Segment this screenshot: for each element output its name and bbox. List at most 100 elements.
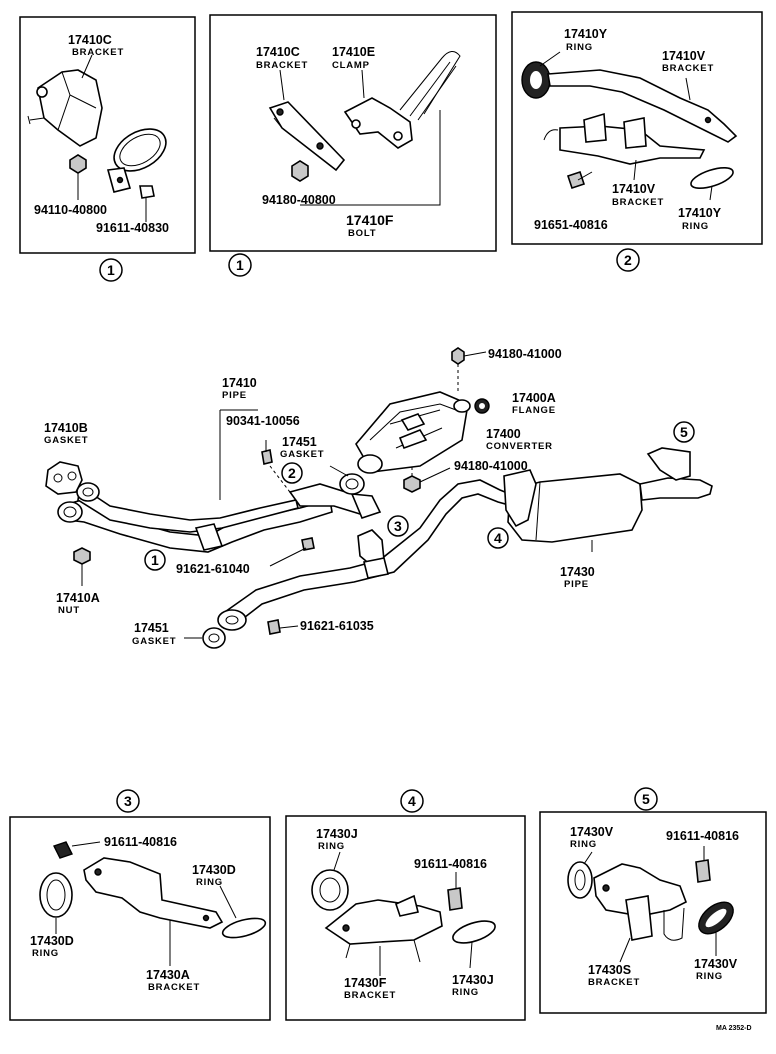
box3-bracket2-name: BRACKET xyxy=(612,197,664,208)
nut-17410a-drawing xyxy=(73,547,91,586)
bot5-ring2-num: 17430V xyxy=(694,957,738,971)
gasket-17410b-drawing xyxy=(45,461,83,495)
bot5-bracket-drawing xyxy=(593,863,688,941)
main-bolt1-num: 91621-61040 xyxy=(176,562,250,576)
bot5-bracket-num: 17430S xyxy=(588,963,631,977)
converter-drawing xyxy=(355,391,471,474)
callout-top-2: 2 xyxy=(616,248,640,272)
box2-clamp-name: CLAMP xyxy=(332,60,370,71)
box2-nut-drawing xyxy=(291,160,309,182)
bot5-bolt-num: 91611-40816 xyxy=(666,829,739,843)
bot5-ring-num: 17430V xyxy=(570,825,614,839)
stud-drawing xyxy=(261,440,273,465)
callout-main-3-label: 3 xyxy=(394,518,402,534)
detail-box-1a xyxy=(19,16,196,254)
box1-nut-num: 94110-40800 xyxy=(34,203,107,217)
footer-code: MA 2352-D xyxy=(716,1025,752,1032)
bot5-ring-drawing xyxy=(567,861,593,899)
callout-bot-5: 5 xyxy=(634,787,658,811)
main-gasket-num: 17451 xyxy=(282,435,317,449)
box3-ring2-drawing xyxy=(690,166,734,190)
box2-clamp-drawing xyxy=(343,51,461,149)
callout-main-2-label: 2 xyxy=(288,465,296,481)
main-gasket-b-name: GASKET xyxy=(44,435,88,446)
main-converter-name: CONVERTER xyxy=(486,441,553,452)
callout-bot-4-label: 4 xyxy=(408,793,416,809)
main-flange-num: 17400A xyxy=(512,391,556,405)
main-gasket2-num: 17451 xyxy=(134,621,169,635)
callout-bot-3: 3 xyxy=(116,789,140,813)
main-nut-top-num: 94180-41000 xyxy=(488,347,562,361)
gasket-17451-bottom-drawing xyxy=(202,627,226,649)
box1-bolt-drawing xyxy=(139,185,155,222)
muffler-drawing xyxy=(503,447,713,543)
callout-main-1: 1 xyxy=(144,549,166,571)
detail-box-2 xyxy=(511,11,763,245)
box3-bracket-num: 17410V xyxy=(662,49,706,63)
box2-clamp-num: 17410E xyxy=(332,45,375,59)
main-pipe2-name: PIPE xyxy=(564,579,589,590)
callout-top-2-label: 2 xyxy=(624,252,632,268)
main-pipe-name: PIPE xyxy=(222,390,247,401)
main-flange-name: FLANGE xyxy=(512,405,556,416)
flange-nut-drawing xyxy=(474,398,490,414)
main-converter-num: 17400 xyxy=(486,427,521,441)
box2-bracket-drawing xyxy=(268,101,346,172)
bot4-ring2-num: 17430J xyxy=(452,973,494,987)
bot4-ring-name: RING xyxy=(318,841,345,852)
bot5-ring2-drawing xyxy=(698,901,734,935)
bot3-bolt-drawing xyxy=(53,841,101,859)
callout-main-4-label: 4 xyxy=(494,530,502,546)
bot5-ring-name: RING xyxy=(570,839,597,850)
bot4-bolt-num: 91611-40816 xyxy=(414,857,487,871)
bot3-ring-d2-num: 17430D xyxy=(30,934,74,948)
front-pipe-drawing xyxy=(57,482,333,553)
bot3-bracket-name: BRACKET xyxy=(148,982,200,993)
detail-box-3 xyxy=(9,816,271,1021)
bot5-bracket-name: BRACKET xyxy=(588,977,640,988)
callout-top-1b: 1 xyxy=(228,253,252,277)
main-gasket-name: GASKET xyxy=(280,449,324,460)
box1-bracket-drawing xyxy=(27,69,103,147)
box1-clamp-drawing xyxy=(106,128,167,193)
bot4-bracket-name: BRACKET xyxy=(344,990,396,1001)
main-stud-num: 90341-10056 xyxy=(226,414,300,428)
gasket-17451-top-drawing xyxy=(339,473,365,495)
box3-ring2-name: RING xyxy=(682,221,709,232)
box3-bolt-num: 91651-40816 xyxy=(534,218,608,232)
bot3-bracket-drawing xyxy=(83,857,224,929)
main-bolt2-num: 91621-61035 xyxy=(300,619,374,633)
bolt-1-drawing xyxy=(269,537,315,567)
box3-bracket2-num: 17410V xyxy=(612,182,656,196)
box2-bolt-num: 17410F xyxy=(346,212,394,228)
bot3-ring-d2-name: RING xyxy=(32,948,59,959)
detail-box-1b xyxy=(209,14,497,252)
hanger-3-drawing xyxy=(357,529,389,579)
box1-bracket-name: BRACKET xyxy=(72,47,124,58)
box3-ring-num: 17410Y xyxy=(564,27,608,41)
box3-ring2-num: 17410Y xyxy=(678,206,722,220)
callout-main-4: 4 xyxy=(487,527,509,549)
bot4-ring-num: 17430J xyxy=(316,827,358,841)
bot5-bolt-drawing xyxy=(695,859,711,883)
bot4-bolt-drawing xyxy=(447,887,463,911)
callout-main-3: 3 xyxy=(387,515,409,537)
callout-main-2: 2 xyxy=(281,462,303,484)
callout-top-1a-label: 1 xyxy=(107,262,115,278)
nut-mid-drawing xyxy=(403,464,451,493)
callout-bot-5-label: 5 xyxy=(642,791,650,807)
bot4-bracket-drawing xyxy=(324,894,443,963)
callout-main-5: 5 xyxy=(673,421,695,443)
box1-bolt-num: 91611-40830 xyxy=(96,221,169,235)
callout-main-5-label: 5 xyxy=(680,424,688,440)
callout-top-1a: 1 xyxy=(99,258,123,282)
box1-nut-drawing xyxy=(69,154,87,200)
bot5-ring2-name: RING xyxy=(696,971,723,982)
callout-top-1b-label: 1 xyxy=(236,257,244,273)
main-nut-a-num: 17410A xyxy=(56,591,100,605)
box3-bracket-bottom-drawing xyxy=(543,112,706,165)
box2-bracket-name: BRACKET xyxy=(256,60,308,71)
front-bracket-drawing xyxy=(288,483,382,519)
main-pipe2-num: 17430 xyxy=(560,565,595,579)
